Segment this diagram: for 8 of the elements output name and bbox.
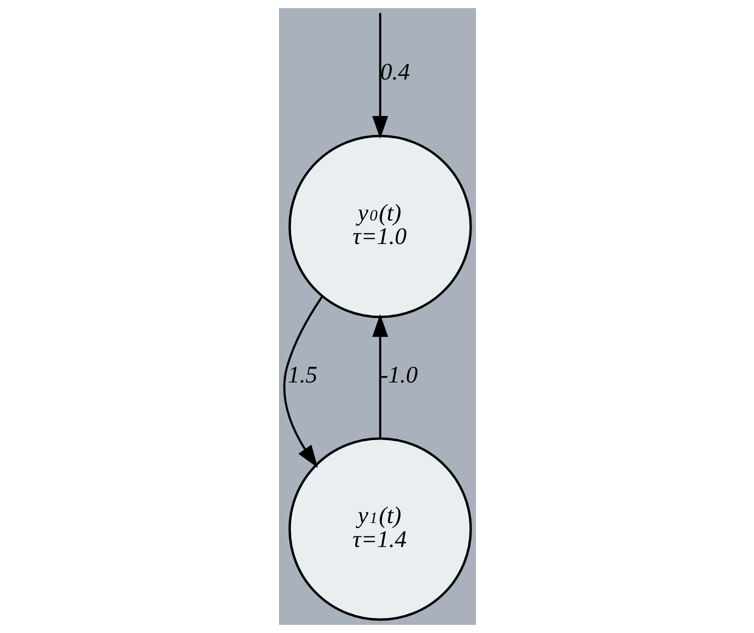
arrow xyxy=(372,314,388,438)
edge-label: 1.5 xyxy=(287,362,317,388)
arrow xyxy=(372,14,388,139)
edge-label: 0.4 xyxy=(380,60,410,86)
node-circle: y0(t) τ=1.0 xyxy=(288,134,472,318)
node-circle: y1(t) τ=1.4 xyxy=(288,437,472,621)
edge-label: -1.0 xyxy=(380,362,418,388)
arrow xyxy=(282,296,323,468)
